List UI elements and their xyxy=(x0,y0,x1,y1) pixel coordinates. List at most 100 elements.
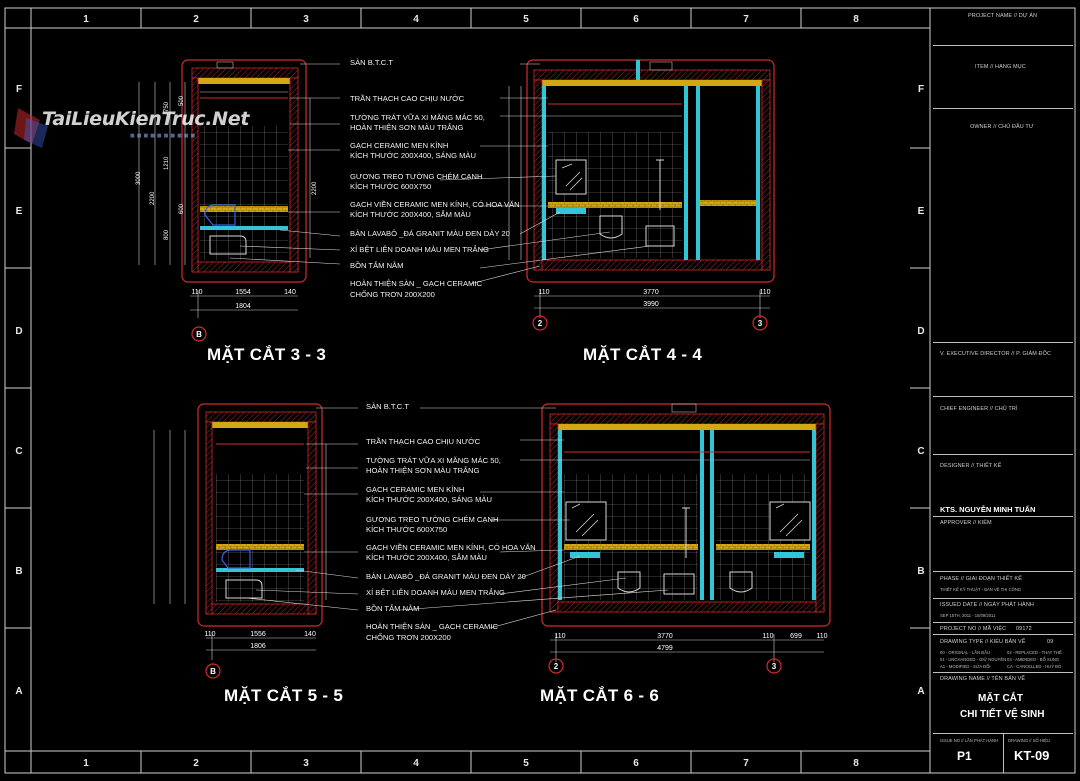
note-gach-1: GẠCH CERAMIC MEN KÍNH xyxy=(366,485,465,494)
note-san: SÀN B.T.C.T xyxy=(366,402,410,411)
tb-divider-vertical xyxy=(1003,733,1004,773)
dim-label: 110 xyxy=(759,289,770,296)
leader-lines xyxy=(229,63,669,629)
section-5-5-drawing: 110 1556 140 1806 B xyxy=(153,403,327,679)
tb-legend-item: 02 - REPLACED - THAY THẾ xyxy=(1007,650,1062,655)
col-label-top: 1 xyxy=(83,14,89,25)
section-title-5-5: MẶT CẮT 5 - 5 xyxy=(224,686,344,705)
note-xibet: XÍ BỆT LIÊN DOANH MÀU MEN TRẮNG xyxy=(366,588,505,597)
tb-divider xyxy=(933,622,1073,623)
dim-label: 3770 xyxy=(643,289,659,296)
tb-director-label: V. EXECUTIVE DIRECTOR // P. GIÁM ĐỐC xyxy=(940,351,1052,357)
axis-bubble-label: B xyxy=(210,667,216,676)
section-4-4-drawing: 110 3770 110 3990 2 3 xyxy=(508,59,775,331)
note-guong-2: KÍCH THƯỚC 600X750 xyxy=(350,182,432,191)
grid-labels: 1 2 3 4 5 6 7 8 1 2 3 4 5 6 7 8 F E D C … xyxy=(15,14,924,769)
tb-drawing-no-label: DRAWING // SỐ HIỆU xyxy=(1008,738,1050,743)
watermark-dots: ■■■■■■■■■■ xyxy=(130,133,198,139)
row-label-left: A xyxy=(15,686,22,697)
note-bontam: BỒN TẮM NẰM xyxy=(366,604,420,613)
note-hoanthien-2: CHỐNG TRƠN 200X200 xyxy=(366,633,451,642)
note-guong-1: GƯƠNG TREO TƯỜNG CHÉM CẠNH xyxy=(366,515,499,524)
row-label-right: D xyxy=(917,326,924,337)
col-label-bottom: 5 xyxy=(523,758,529,769)
dim-label: 3770 xyxy=(657,633,673,640)
dim-label: 1806 xyxy=(250,643,266,650)
row-label-left: E xyxy=(16,206,23,217)
note-vien-1: GẠCH VIỀN CERAMIC MEN KÍNH, CÓ HOA VĂN xyxy=(366,543,536,552)
dim-label: 699 xyxy=(790,633,802,640)
tb-designer-label: DESIGNER // THIẾT KẾ xyxy=(940,463,1002,469)
tb-project-name-label: PROJECT NAME // DỰ ÁN xyxy=(968,13,1038,19)
dim-label: 600 xyxy=(179,203,185,214)
row-label-left: D xyxy=(15,326,22,337)
note-gach-1: GẠCH CERAMIC MEN KÍNH xyxy=(350,141,449,150)
col-label-top: 2 xyxy=(193,14,199,25)
tb-issue-no-label: ISSUE NO // LẦN PHÁT HÀNH xyxy=(940,738,999,743)
note-tuong-2: HOÀN THIỆN SƠN MÀU TRẮNG xyxy=(366,466,480,475)
dim-label: 800 xyxy=(164,229,170,240)
dim-label: 4799 xyxy=(657,645,673,652)
dim-label: 110 xyxy=(538,289,549,296)
section-title-3-3: MẶT CẮT 3 - 3 xyxy=(207,345,327,364)
dim-label: 3000 xyxy=(136,171,142,185)
note-vien-2: KÍCH THƯỚC 200X400, SẪM MÀU xyxy=(350,210,471,219)
note-vien-1: GẠCH VIỀN CERAMIC MEN KÍNH, CÓ HOA VĂN xyxy=(350,200,520,209)
note-hoanthien-1: HOÀN THIỆN SÀN _ GẠCH CERAMIC xyxy=(366,622,498,631)
dim-label: 1556 xyxy=(250,631,266,638)
axis-bubble-label: 3 xyxy=(758,319,763,328)
note-gach-2: KÍCH THƯỚC 200X400, SÁNG MÀU xyxy=(350,151,476,160)
tb-divider xyxy=(933,672,1073,673)
tb-approver-label: APPROVER // KIỂM xyxy=(940,520,992,526)
note-tran: TRẦN THẠCH CAO CHỊU NƯỚC xyxy=(366,437,481,446)
axis-bubble-label: 2 xyxy=(554,662,559,671)
note-lavabo: BÀN LAVABÔ _ĐÁ GRANIT MÀU ĐEN DÀY 20 xyxy=(350,229,510,238)
col-label-top: 3 xyxy=(303,14,309,25)
tb-divider xyxy=(933,342,1073,343)
dim-label: 110 xyxy=(204,631,215,638)
col-label-top: 5 xyxy=(523,14,529,25)
note-xibet: XÍ BỆT LIÊN DOANH MÀU MEN TRẮNG xyxy=(350,245,489,254)
section-title-4-4: MẶT CẮT 4 - 4 xyxy=(583,345,703,364)
note-gach-2: KÍCH THƯỚC 200X400, SÁNG MÀU xyxy=(366,495,492,504)
tb-drawing-no: KT-09 xyxy=(1014,748,1050,763)
tb-legend-item: A1 - MODIFIED - SỬA ĐỔI xyxy=(940,664,991,669)
sheet-frame xyxy=(4,7,1076,774)
tb-drawing-name-label: DRAWING NAME // TÊN BẢN VẼ xyxy=(940,676,1026,682)
tb-divider xyxy=(933,571,1073,572)
col-label-bottom: 4 xyxy=(413,758,419,769)
col-label-bottom: 8 xyxy=(853,758,859,769)
tb-drawing-type-value: 09 xyxy=(1047,639,1054,645)
tb-legend-item: 01 - UNCHANGED - GIỮ NGUYÊN xyxy=(940,657,1007,662)
tb-issue-no: P1 xyxy=(957,749,972,763)
section-3-3-drawing: 500 750 1210 800 600 3000 2200 2200 110 … xyxy=(136,59,318,342)
tb-item-label: ITEM // HẠNG MỤC xyxy=(975,64,1026,70)
dim-label: 3990 xyxy=(643,301,659,308)
section-6-6-drawing: 110 3770 110 699 110 4799 2 3 xyxy=(541,403,831,674)
tb-phase-value: THIẾT KẾ KỸ THUẬT - BẢN VẼ THI CÔNG xyxy=(940,587,1022,592)
note-guong-1: GƯƠNG TREO TƯỜNG CHÉM CẠNH xyxy=(350,172,483,181)
col-label-top: 8 xyxy=(853,14,859,25)
col-label-bottom: 6 xyxy=(633,758,639,769)
tb-issued-label: ISSUED DATE // NGÀY PHÁT HÀNH xyxy=(940,602,1034,608)
tb-legend-item: 03 - AMENDED - BỔ SUNG xyxy=(1007,657,1060,662)
col-label-bottom: 1 xyxy=(83,758,89,769)
logo-mark-icon xyxy=(14,108,48,148)
dim-label: 110 xyxy=(816,633,827,640)
note-lavabo: BÀN LAVABÔ _ĐÁ GRANIT MÀU ĐEN DÀY 20 xyxy=(366,572,526,581)
dim-label: 140 xyxy=(304,631,316,638)
note-tuong-2: HOÀN THIỆN SƠN MÀU TRẮNG xyxy=(350,123,464,132)
dim-label: 110 xyxy=(191,289,202,296)
dim-label: 1554 xyxy=(235,289,251,296)
col-label-top: 4 xyxy=(413,14,419,25)
tb-divider xyxy=(933,454,1073,455)
dim-label: 110 xyxy=(554,633,565,640)
tb-divider xyxy=(933,108,1073,109)
tb-divider xyxy=(933,45,1073,46)
tb-chief-label: CHIEF ENGINEER // CHỦ TRÌ xyxy=(940,406,1018,412)
watermark-text: TaiLieuKienTruc.Net xyxy=(42,108,250,130)
grid-ticks xyxy=(5,8,931,773)
row-label-right: B xyxy=(917,566,924,577)
axis-bubble-label: 2 xyxy=(538,319,543,328)
tb-project-no-label: PROJECT NO // MÃ VIỆC xyxy=(940,626,1007,632)
